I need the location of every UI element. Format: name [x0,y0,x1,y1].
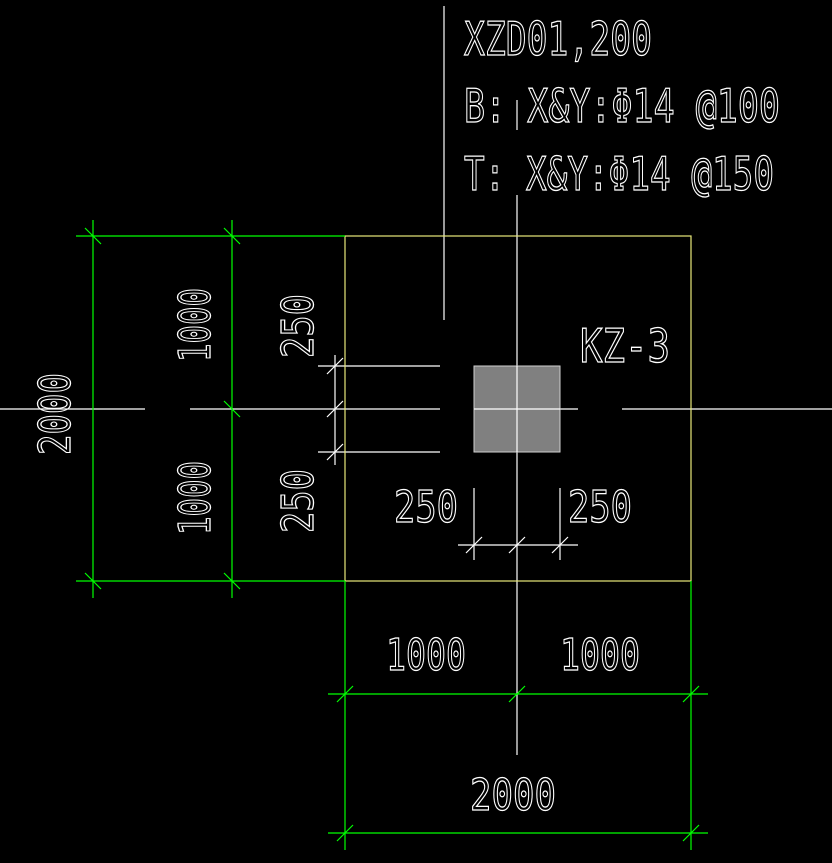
dim-col-offset-upper: 250 [273,294,324,358]
dim-bottom-total: 2000 [470,770,556,821]
col-offset-tick [326,443,344,461]
dim-col-offset-lower: 250 [273,469,324,533]
col-offset-tick [326,400,344,418]
dim-left-lower: 1000 [170,461,221,535]
dim-col-width-right: 250 [568,482,632,533]
left-dimensions [76,220,345,598]
col-width-tick [465,536,483,554]
dim-left-total: 2000 [30,373,81,455]
bottom-dimensions [328,581,708,850]
col-width-tick [508,536,526,554]
dim-col-width-left: 250 [394,482,458,533]
footing-id-text: XZD01,200 [464,12,652,66]
footing-outline [344,235,692,582]
col-width-tick [551,536,569,554]
dim-bottom-right: 1000 [560,630,640,681]
dim-left-upper: 1000 [170,288,221,362]
column-label: KZ-3 [580,319,670,373]
bottom-rebar-text: B: X&Y:Φ14 @100 [464,79,780,133]
dim-bottom-left: 1000 [386,630,466,681]
col-offset-tick [326,357,344,375]
top-rebar-text: T: X&Y:Φ14 @150 [464,147,774,201]
